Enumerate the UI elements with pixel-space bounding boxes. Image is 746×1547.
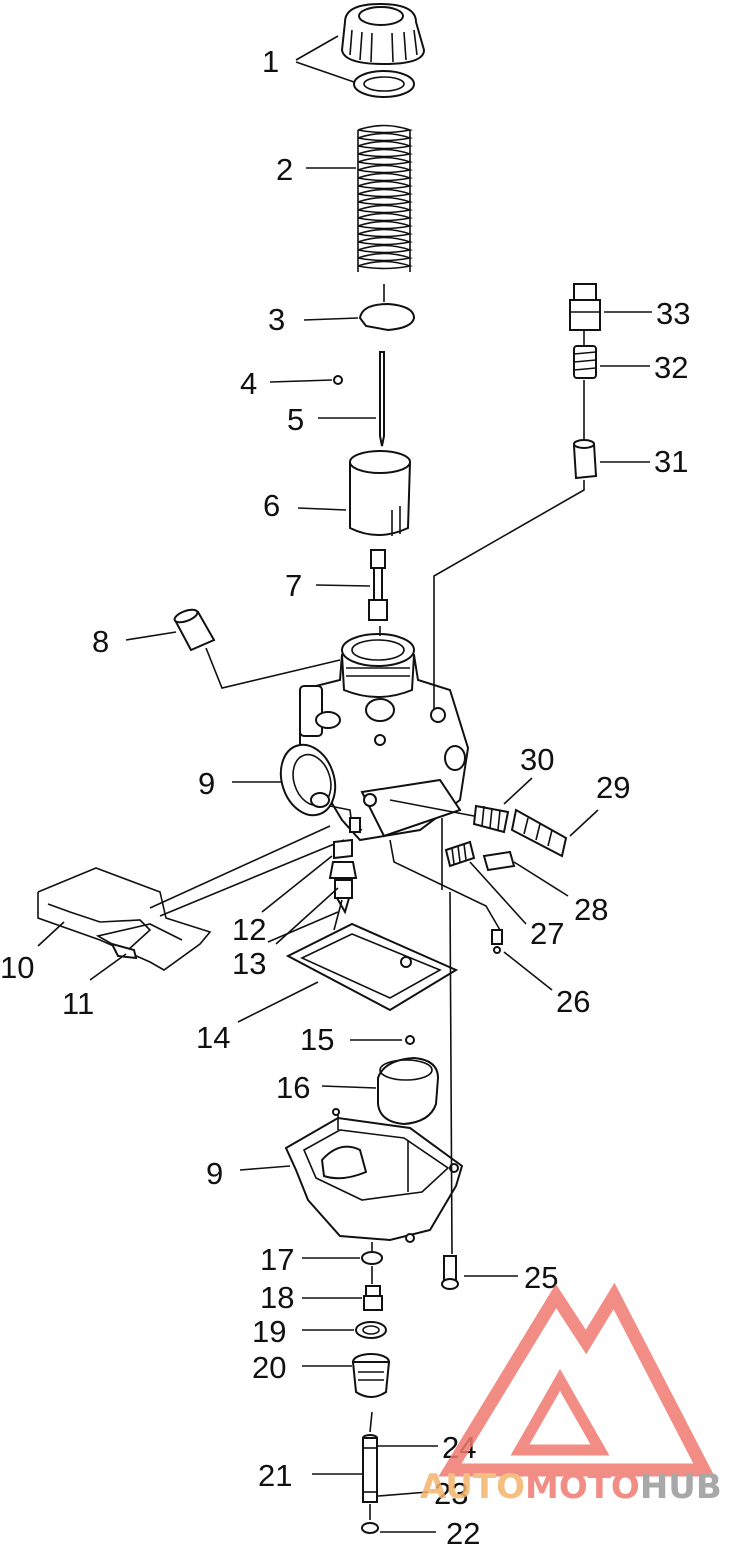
callout-11: 11 [62,986,94,1021]
part-21-overflow-tube [362,1434,378,1503]
callout-6: 6 [263,488,280,523]
callout-23: 23 [434,1476,468,1511]
callout-10: 10 [0,950,34,985]
callout-28: 28 [574,892,608,927]
watermark-text-auto: AUTO [420,1467,525,1507]
part-3-clip-plate [358,284,416,332]
part-29-throttle-stop-screw [510,808,568,858]
callout-14: 14 [196,1020,230,1055]
callout-numbers: 1 2 3 4 5 6 7 8 9 10 11 12 13 14 15 16 9… [0,44,690,1547]
callout-13: 13 [232,946,266,981]
callout-17: 17 [260,1242,294,1277]
callout-20: 20 [252,1350,286,1385]
part-11-link-bracket [95,923,183,960]
callout-8: 8 [92,624,109,659]
part-12-main-jet [328,838,358,879]
part-15-float-pin [405,1035,415,1045]
callout-26: 26 [556,984,590,1019]
callout-22: 22 [446,1516,480,1547]
callout-5: 5 [287,402,304,437]
callout-29: 29 [596,770,630,805]
part-2-spring [357,124,414,272]
part-7-needle-jet [368,549,388,621]
callout-15: 15 [300,1022,334,1057]
callout-30: 30 [520,742,554,777]
watermark-text-hub: HUB [640,1467,722,1507]
part-16-float [377,1056,440,1126]
watermark-text-moto: MOTO [525,1467,640,1507]
part-32-spring [573,345,597,379]
callout-21: 21 [258,1458,292,1493]
callout-4: 4 [240,366,257,401]
part-20-drain-plug [351,1353,391,1398]
watermark-logo-icon [438,1282,715,1477]
callout-18: 18 [260,1280,294,1315]
assembly-guide-lines [333,330,585,1520]
callout-16: 16 [276,1070,310,1105]
callout-12: 12 [232,912,266,947]
callout-33: 33 [656,296,690,331]
part-14-bowl-gasket [285,922,459,1012]
part-18-jet [363,1285,383,1311]
part-1-cap [340,2,426,98]
part-17-washer [361,1251,383,1265]
callout-27: 27 [530,916,564,951]
part-19-o-ring [355,1321,387,1339]
part-28-pilot-screw [482,850,516,872]
part-6-throttle-slide [349,450,412,536]
part-26-idle-screw-tip [491,929,503,954]
callout-32: 32 [654,350,688,385]
part-25-bolt [441,891,459,1290]
callout-2: 2 [276,152,293,187]
callout-19: 19 [252,1314,286,1349]
part-8-cable-cap [173,608,341,689]
part-9-carburetor-body [279,633,470,842]
part-31-fitting [572,439,598,480]
watermark: AUTOMOTOHUB [420,1282,722,1507]
part-10-gasket [37,825,345,971]
callout-1: 1 [262,44,279,79]
callout-3: 3 [268,302,285,337]
callout-leaders [37,35,652,1533]
callout-9a: 9 [198,766,215,801]
callout-7: 7 [285,568,302,603]
callout-9b: 9 [206,1156,223,1191]
part-5-needle [379,351,385,447]
part-13-pilot-jet [334,879,353,915]
part-4-clip [333,375,343,385]
part-30-spring [472,804,510,834]
part-9-float-bowl [284,1108,464,1243]
part-33-cable-adjuster [569,283,601,331]
callout-31: 31 [654,444,688,479]
part-27-spring [444,840,476,868]
part-22-screw [361,1522,379,1534]
watermark-text: AUTOMOTOHUB [420,1467,722,1507]
